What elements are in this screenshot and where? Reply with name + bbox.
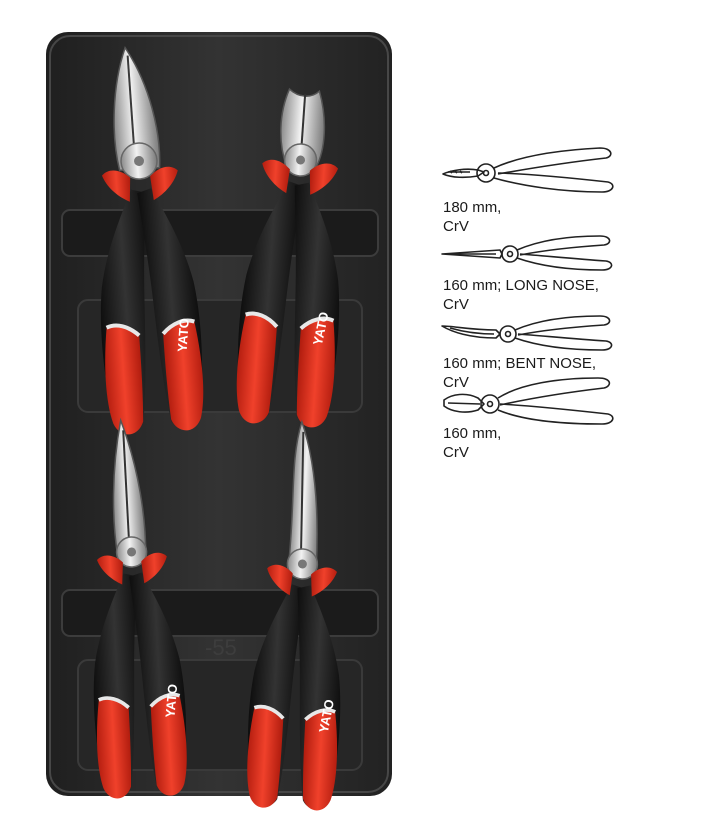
spec-label: 180 mm, CrV [443, 199, 502, 235]
spec-item: 160 mm, CrV [440, 374, 615, 461]
long-nose-pliers: YATO [84, 417, 192, 802]
bent-nose-pliers: YATO [242, 419, 350, 814]
spec-legend: 180 mm, CrV 160 mm; LONG NOSE, CrV [440, 140, 700, 470]
combination-pliers-icon [442, 147, 614, 193]
diagonal-cutter-pliers: YATO [230, 87, 352, 431]
spec-label: 160 mm, CrV [443, 425, 502, 461]
brand-logo: YATO [175, 318, 192, 353]
long-nose-pliers-icon [441, 235, 613, 271]
spec-item: 180 mm, CrV [440, 140, 615, 235]
spec-label: 160 mm; BENT NOSE, CrV [443, 355, 597, 391]
brand-logo: YATO [316, 698, 337, 734]
diagonal-cutter-icon [443, 377, 614, 425]
bent-nose-pliers-icon [441, 315, 613, 351]
brand-logo: YATO [162, 683, 180, 718]
combination-pliers: YATO [88, 46, 210, 438]
spec-item: 160 mm; BENT NOSE, CrV [440, 302, 615, 391]
tray-embossed-mark: -55 [205, 635, 237, 660]
spec-item: 160 mm; LONG NOSE, CrV [440, 224, 615, 313]
spec-label: 160 mm; LONG NOSE, CrV [443, 277, 599, 313]
brand-logo: YATO [310, 310, 332, 346]
